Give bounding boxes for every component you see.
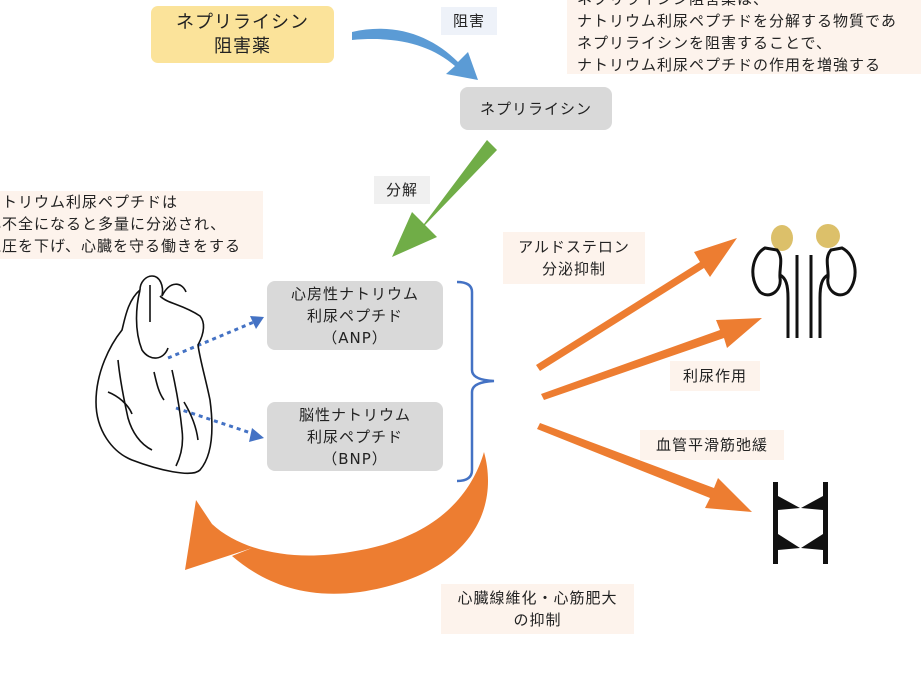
blood-vessel-icon	[773, 482, 828, 564]
antifibrosis-arrow	[185, 452, 489, 594]
aldosterone-label: アルドステロン 分泌抑制	[503, 232, 645, 284]
decompose-arrow	[392, 140, 497, 257]
bnp-node: 脳性ナトリウム 利尿ペプチド （BNP）	[267, 402, 443, 471]
top-right-note: ネプリライシン阻害薬は、 ナトリウム利尿ペプチドを分解する物質であ ネプリライシ…	[567, 0, 921, 74]
neprilysin-node: ネプリライシン	[460, 87, 612, 130]
heart-to-bnp-arrow	[175, 406, 264, 442]
heart-to-anp-arrow	[167, 316, 264, 360]
left-note: ナトリウム利尿ペプチドは 心不全になると多量に分泌され、 血圧を下げ、心臓を守る…	[0, 191, 263, 259]
grouping-brace	[456, 280, 495, 483]
anp-node: 心房性ナトリウム 利尿ペプチド （ANP）	[267, 281, 443, 350]
inhibit-label: 阻害	[441, 7, 497, 35]
inhibit-arrow	[352, 28, 478, 80]
decompose-label: 分解	[374, 176, 430, 204]
antifibrosis-label: 心臓線維化・心筋肥大 の抑制	[441, 584, 634, 634]
heart-icon	[95, 275, 213, 474]
neprilysin-inhibitor-box: ネプリライシン 阻害薬	[151, 6, 334, 63]
diuresis-arrow	[541, 318, 762, 400]
diuresis-label: 利尿作用	[670, 361, 760, 391]
kidney-adrenal-icon	[751, 224, 857, 338]
vasodilation-label: 血管平滑筋弛緩	[640, 430, 784, 460]
vasodilation-arrow	[537, 423, 752, 512]
aldosterone-arrow	[536, 238, 737, 371]
